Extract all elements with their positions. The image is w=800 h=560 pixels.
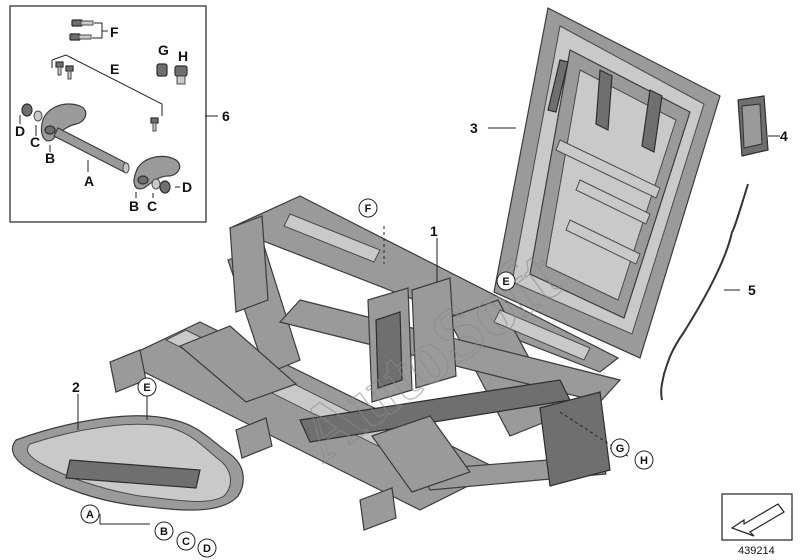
bushing-b-right bbox=[133, 155, 181, 190]
letter-g-inset: G bbox=[158, 42, 169, 58]
letter-f-inset: F bbox=[110, 24, 119, 40]
backrest-frame bbox=[493, 7, 721, 359]
direction-arrow-box bbox=[721, 493, 793, 541]
circled-e-backrest: E bbox=[502, 276, 509, 288]
latch-part bbox=[737, 95, 769, 157]
arrow-icon bbox=[730, 503, 785, 537]
letter-c-inset-right: C bbox=[147, 198, 157, 214]
nut-g-part bbox=[156, 63, 168, 77]
circled-h: H bbox=[640, 455, 648, 467]
circled-letters: F E E G H A B C D bbox=[80, 198, 654, 558]
letter-c-inset-left: C bbox=[30, 134, 40, 150]
callout-labels: 1 2 3 4 5 6 bbox=[72, 108, 788, 395]
bushing-b-left bbox=[40, 103, 87, 142]
letter-d-inset-left: D bbox=[15, 123, 25, 139]
inset-box bbox=[9, 5, 207, 223]
rod-a-part bbox=[53, 127, 130, 174]
callout-3: 3 bbox=[470, 120, 478, 136]
release-cable bbox=[660, 183, 749, 401]
callout-2: 2 bbox=[72, 379, 80, 395]
screw-e-parts bbox=[55, 61, 159, 132]
letter-b-inset-right: B bbox=[129, 198, 139, 214]
washer-parts bbox=[21, 103, 171, 194]
circled-f: F bbox=[365, 203, 372, 215]
callout-1: 1 bbox=[430, 223, 438, 239]
letter-e-inset: E bbox=[110, 61, 119, 77]
letter-b-inset-left: B bbox=[45, 150, 55, 166]
leader-lines bbox=[77, 115, 780, 525]
circled-a: A bbox=[86, 509, 94, 521]
reference-number: 439214 bbox=[738, 545, 775, 557]
inset-letters: F E G H D C B A B C D bbox=[15, 24, 192, 214]
bolt-h-part bbox=[174, 65, 188, 85]
circled-e-cushion: E bbox=[143, 382, 150, 394]
circled-g: G bbox=[616, 443, 625, 455]
screw-f-parts bbox=[69, 19, 94, 41]
callout-5: 5 bbox=[748, 282, 756, 298]
letter-a-inset: A bbox=[84, 173, 94, 189]
circled-b: B bbox=[160, 526, 168, 538]
callout-6: 6 bbox=[222, 108, 230, 124]
letter-d-inset-right: D bbox=[182, 179, 192, 195]
letter-h-inset: H bbox=[178, 48, 188, 64]
circled-d: D bbox=[203, 543, 211, 555]
cushion-pan bbox=[11, 415, 244, 511]
seat-base-frame bbox=[109, 195, 622, 531]
circled-c: C bbox=[182, 536, 190, 548]
callout-4: 4 bbox=[780, 128, 788, 144]
